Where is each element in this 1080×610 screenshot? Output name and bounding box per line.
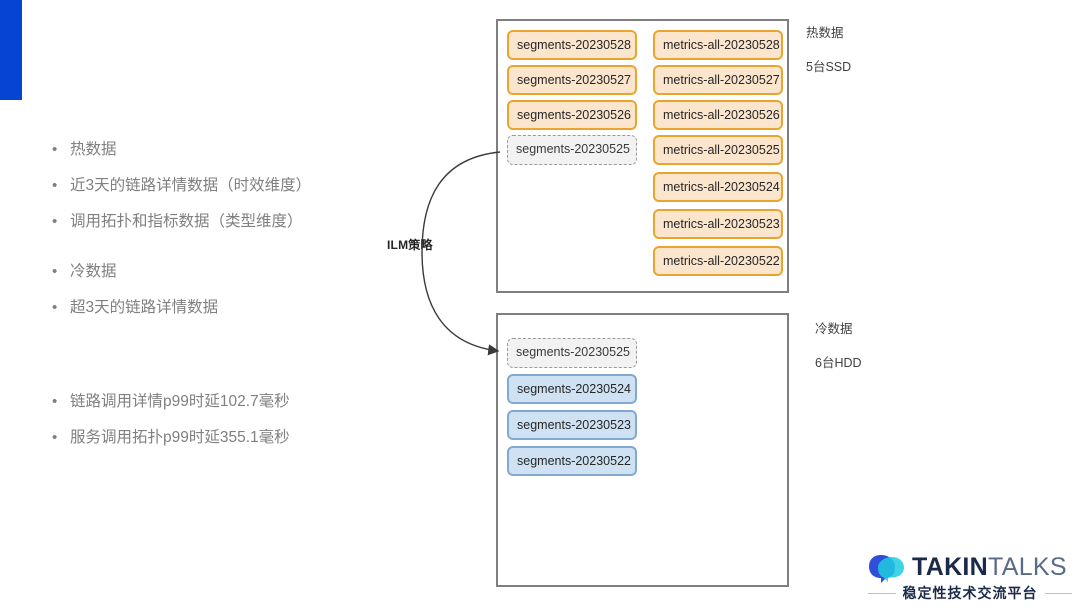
cold-tier-box: segments-20230525 segments-20230524 segm…: [496, 313, 789, 587]
list-item: • 冷数据: [52, 262, 218, 282]
brand-tagline: 稳定性技术交流平台: [902, 585, 1038, 601]
index-tag-segment: segments-20230522: [507, 446, 637, 476]
cold-tier-caption-hardware: 6台HDD: [815, 356, 862, 370]
bullet-text: 近3天的链路详情数据（时效维度）: [70, 177, 312, 194]
index-tag-metrics: metrics-all-20230524: [653, 172, 783, 202]
index-tag-segment: segments-20230527: [507, 65, 637, 95]
brand-logo: TAKINTALKS 稳定性技术交流平台: [868, 550, 1072, 602]
list-item: • 调用拓扑和指标数据（类型维度）: [52, 212, 311, 232]
index-tag-segment: segments-20230524: [507, 374, 637, 404]
bullet-text: 服务调用拓扑p99时延355.1毫秒: [70, 429, 290, 446]
index-tag-segment-migrating: segments-20230525: [507, 338, 637, 368]
hot-tier-caption-title: 热数据: [806, 26, 844, 40]
takintalks-logo-icon: [869, 555, 904, 583]
bullet-text: 链路调用详情p99时延102.7毫秒: [70, 393, 290, 410]
index-tag-metrics: metrics-all-20230523: [653, 209, 783, 239]
ilm-migration-arrow: [421, 151, 501, 356]
list-item: • 近3天的链路详情数据（时效维度）: [52, 176, 311, 196]
brand-word-talks: TALKS: [988, 553, 1067, 581]
bullet-marker: •: [52, 393, 58, 410]
bullet-text: 热数据: [70, 141, 117, 158]
index-tag-metrics: metrics-all-20230528: [653, 30, 783, 60]
bullet-group-latency: • 链路调用详情p99时延102.7毫秒 • 服务调用拓扑p99时延355.1毫…: [52, 392, 290, 464]
list-item: • 热数据: [52, 140, 311, 160]
index-tag-segment: segments-20230523: [507, 410, 637, 440]
index-tag-segment-migrating: segments-20230525: [507, 135, 637, 165]
cold-tier-caption-title: 冷数据: [815, 322, 853, 336]
ilm-policy-label: ILM策略: [387, 238, 433, 252]
bullet-marker: •: [52, 263, 58, 280]
index-tag-metrics: metrics-all-20230526: [653, 100, 783, 130]
bullet-group-cold: • 冷数据 • 超3天的链路详情数据: [52, 262, 218, 334]
list-item: • 链路调用详情p99时延102.7毫秒: [52, 392, 290, 412]
index-tag-segment: segments-20230526: [507, 100, 637, 130]
bullet-text: 调用拓扑和指标数据（类型维度）: [70, 213, 303, 230]
bullet-marker: •: [52, 141, 58, 158]
bullet-marker: •: [52, 299, 58, 316]
bullet-marker: •: [52, 177, 58, 194]
bullet-text: 超3天的链路详情数据: [70, 299, 219, 316]
accent-bar: [0, 0, 22, 100]
index-tag-metrics: metrics-all-20230522: [653, 246, 783, 276]
index-tag-segment: segments-20230528: [507, 30, 637, 60]
bullet-marker: •: [52, 429, 58, 446]
index-tag-metrics: metrics-all-20230527: [653, 65, 783, 95]
divider-right: [1044, 592, 1072, 594]
hot-tier-caption-hardware: 5台SSD: [806, 60, 852, 74]
list-item: • 超3天的链路详情数据: [52, 298, 218, 318]
divider-left: [868, 592, 896, 594]
brand-word-takin: TAKIN: [912, 553, 989, 581]
bullet-marker: •: [52, 213, 58, 230]
list-item: • 服务调用拓扑p99时延355.1毫秒: [52, 428, 290, 448]
brand-wordmark: TAKINTALKS: [912, 552, 1067, 582]
hot-tier-box: segments-20230528 segments-20230527 segm…: [496, 19, 789, 293]
index-tag-metrics: metrics-all-20230525: [653, 135, 783, 165]
brand-tagline-row: 稳定性技术交流平台: [868, 583, 1072, 603]
bullet-text: 冷数据: [70, 263, 117, 280]
bullet-group-hot: • 热数据 • 近3天的链路详情数据（时效维度） • 调用拓扑和指标数据（类型维…: [52, 140, 311, 248]
